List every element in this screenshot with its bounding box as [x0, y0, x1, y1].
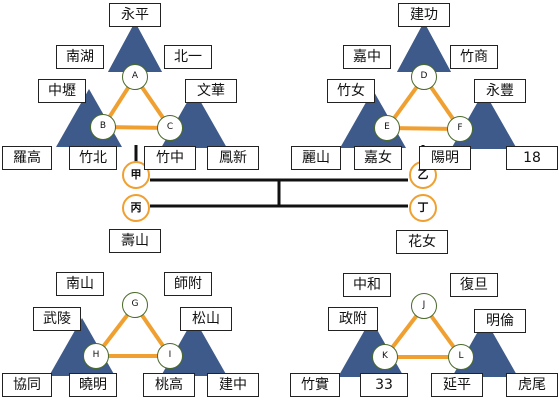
group-1-team-top: 永平 — [109, 3, 161, 27]
group-4-team-right-bottom-left: 延平 — [431, 373, 483, 397]
group-4-team-right-bottom-right: 虎尾 — [506, 373, 558, 397]
group-2-team-right-top: 永豐 — [474, 79, 526, 103]
group-1-team-right-bottom-left: 竹中 — [144, 146, 196, 170]
group-3-team-top-right: 師附 — [164, 272, 212, 296]
group-1-node-c: C — [157, 115, 183, 141]
group-4-team-top-right: 復旦 — [450, 273, 498, 297]
group-1-team-right-top: 文華 — [185, 79, 237, 103]
group-1-team-right-bottom-right: 鳳新 — [207, 146, 259, 170]
group-2-node-e: E — [374, 115, 400, 141]
group-4-team-left-top: 政附 — [328, 307, 378, 331]
group-3-team-top-left: 南山 — [56, 272, 104, 296]
group-2-team-left-bottom-left: 麗山 — [291, 146, 341, 170]
group-3-team-left-bottom-right: 曉明 — [69, 373, 117, 397]
group-3-top-triangle — [108, 22, 162, 72]
group-2-team-right-bottom-right: 18 — [506, 146, 558, 170]
group-1-edge-triangle — [101, 75, 172, 130]
group-1-team-top-right: 北一 — [164, 45, 212, 69]
group-3-node-h: H — [83, 343, 109, 369]
group-2-edge-triangle — [385, 75, 462, 131]
group-1-node-b: B — [90, 114, 116, 140]
group-4-node-l: L — [448, 344, 474, 370]
group-2-team-left-top: 竹女 — [327, 79, 375, 103]
group-2-team-top-right: 竹商 — [450, 45, 498, 69]
group-1-node-a: A — [122, 64, 148, 90]
group-3-edge-triangle — [94, 303, 172, 358]
group-4-team-top: 花女 — [396, 230, 448, 254]
group-4-top-triangle — [397, 22, 451, 72]
group-4-node-k: K — [372, 344, 398, 370]
group-3-team-left-bottom-left: 協同 — [2, 373, 52, 397]
group-1-team-left-bottom-left: 羅高 — [2, 146, 52, 170]
group-4-team-right-top: 明倫 — [474, 309, 526, 333]
group-1-team-left-top: 中壢 — [38, 79, 86, 103]
group-2-node-d: D — [411, 64, 437, 90]
group-4-edge-triangle — [383, 304, 463, 359]
group-1-team-top-left: 南湖 — [56, 45, 104, 69]
group-4-node-j: J — [411, 293, 437, 319]
group-3-team-right-top: 松山 — [180, 307, 232, 331]
group-4-team-top-left: 中和 — [343, 273, 391, 297]
group-4-team-left-bottom-left: 竹實 — [290, 373, 340, 397]
group-2-team-top-left: 嘉中 — [343, 45, 391, 69]
group-4-team-left-bottom-right: 33 — [360, 373, 408, 397]
seed-3: 丙 — [122, 194, 150, 222]
group-3-team-right-bottom-left: 桃高 — [143, 373, 195, 397]
group-3-team-top: 壽山 — [109, 229, 161, 253]
seed-4: 丁 — [409, 194, 437, 222]
group-2-team-left-bottom-right: 嘉女 — [354, 146, 402, 170]
group-2-team-top: 建功 — [398, 3, 450, 27]
group-2-team-right-bottom-left: 陽明 — [419, 146, 471, 170]
group-3-node-g: G — [122, 292, 148, 318]
group-2-node-f: F — [447, 116, 473, 142]
group-3-node-i: I — [157, 343, 183, 369]
group-3-team-left-top: 武陵 — [33, 307, 81, 331]
group-3-team-right-bottom-right: 建中 — [207, 373, 259, 397]
group-1-team-left-bottom-right: 竹北 — [69, 146, 117, 170]
